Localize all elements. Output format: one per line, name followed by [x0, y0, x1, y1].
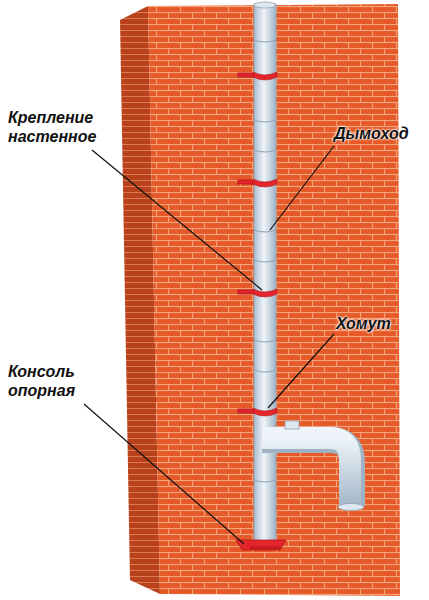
elbow-end	[338, 504, 364, 511]
chimney-pipe	[254, 4, 276, 546]
tee-branch	[262, 438, 350, 506]
tee-cap	[285, 421, 299, 429]
support-console	[236, 540, 286, 550]
pipe-clamps	[253, 72, 277, 416]
wall-brackets	[238, 73, 256, 413]
console-plate	[250, 546, 280, 550]
support-console-label: Консоль опорная	[8, 362, 98, 400]
leader-lines	[84, 146, 334, 544]
brick-wall	[148, 4, 400, 596]
clamp-label: Хомут	[336, 314, 416, 333]
chimney-label: Дымоход	[334, 124, 424, 143]
wall-mount-label: Крепление настенное	[8, 108, 108, 146]
pipe-joints	[254, 40, 276, 482]
pipe-top	[254, 2, 276, 8]
